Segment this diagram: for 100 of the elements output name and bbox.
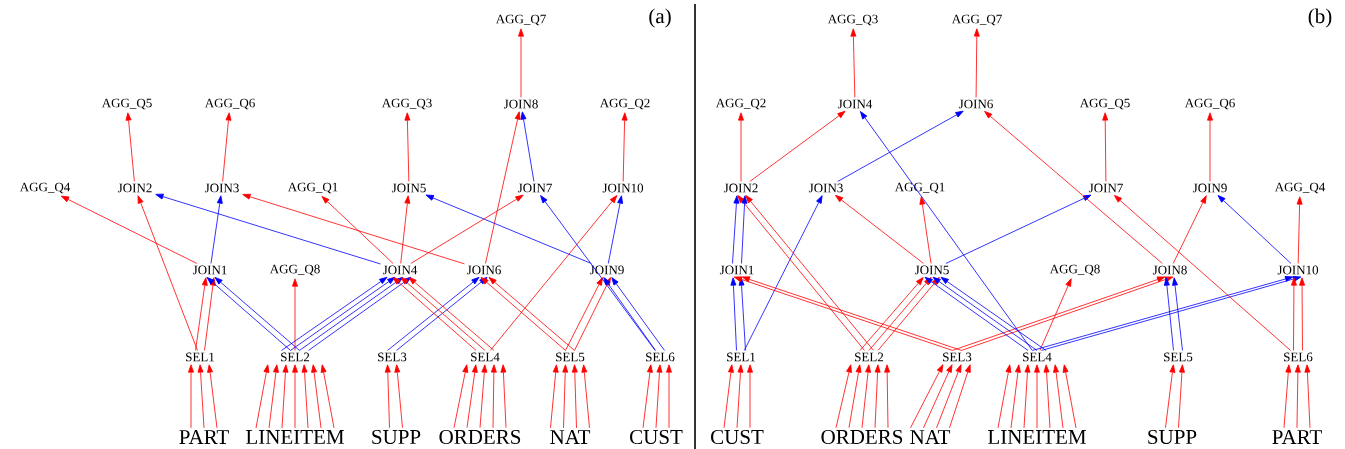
arrow	[466, 364, 478, 429]
arrow	[874, 364, 881, 429]
node-label: AGG_Q4	[1274, 182, 1326, 194]
arrow	[1062, 364, 1077, 429]
arrow	[281, 364, 289, 429]
arrow	[861, 364, 871, 429]
arrow	[410, 194, 524, 264]
arrow	[910, 364, 944, 429]
arrow	[214, 277, 300, 351]
table-name: LINEITEM	[246, 430, 344, 444]
node-label: JOIN10	[1277, 265, 1319, 275]
node-label: AGG_Q8	[1049, 264, 1100, 276]
arrow	[642, 364, 653, 429]
node-label: AGG_Q5	[1079, 98, 1130, 110]
node-label: SEL1	[727, 352, 756, 362]
node-label: JOIN5	[914, 265, 949, 275]
panel-label: (a)	[649, 8, 671, 28]
node-label: SEL6	[646, 352, 675, 362]
arrow	[1114, 195, 1291, 351]
arrow	[540, 195, 656, 351]
arrow	[425, 194, 592, 264]
arrow	[655, 364, 663, 429]
arrow	[736, 364, 744, 429]
arrow	[730, 277, 737, 351]
arrow	[1034, 364, 1040, 429]
arrow	[621, 112, 628, 182]
node-label: JOIN7	[517, 183, 552, 193]
arrow	[850, 28, 857, 98]
arrow	[1299, 277, 1305, 351]
table-name: ORDERS	[439, 429, 521, 445]
node-label: AGG_Q2	[599, 98, 650, 110]
arrow	[242, 193, 465, 265]
table-name: CUST	[711, 429, 764, 445]
arrow	[222, 112, 232, 182]
node-label: JOIN1	[192, 265, 227, 275]
arrow	[488, 277, 575, 351]
node-label: SEL3	[943, 352, 972, 362]
arrow	[923, 364, 953, 429]
arrow	[1291, 277, 1297, 351]
arrow	[490, 364, 497, 429]
node-label: AGG_Q6	[204, 98, 255, 110]
arrow	[1283, 364, 1292, 429]
node-label: JOIN10	[602, 183, 644, 193]
arrow	[485, 111, 521, 264]
arrow	[308, 276, 412, 351]
arrow	[835, 194, 924, 264]
arrow	[520, 111, 535, 182]
arrow	[738, 277, 746, 351]
arrow	[565, 277, 603, 351]
node-label: AGG_Q4	[19, 182, 71, 194]
node-label: JOIN4	[382, 265, 418, 275]
node-label: JOIN4	[837, 99, 873, 109]
arrow	[562, 364, 569, 429]
node-label: JOIN9	[1192, 183, 1227, 193]
arrow	[1039, 278, 1072, 351]
table-name: SUPP	[1148, 429, 1197, 445]
arrow	[1217, 195, 1292, 264]
node-label: JOIN7	[1088, 183, 1123, 193]
arrow	[453, 364, 469, 429]
arrow	[1294, 364, 1301, 429]
arrow	[550, 364, 559, 429]
arrow	[292, 278, 298, 351]
arrow	[268, 364, 279, 429]
node-label: SEL4	[1023, 352, 1052, 362]
arrow	[1172, 195, 1207, 264]
arrow	[738, 112, 744, 182]
node-label: AGG_Q1	[287, 182, 338, 194]
arrow	[936, 364, 962, 429]
table-name: PART	[1272, 430, 1322, 444]
arrow	[581, 364, 590, 429]
table-name: NAT	[910, 430, 951, 444]
node-label: JOIN3	[204, 183, 239, 193]
node-label: JOIN2	[723, 183, 758, 193]
arrow	[835, 364, 852, 429]
node-label: JOIN1	[719, 265, 754, 275]
arrow	[1172, 277, 1183, 351]
node-label: SEL6	[1284, 352, 1313, 362]
node-label: AGG_Q3	[827, 14, 878, 26]
node-label: JOIN5	[391, 183, 426, 193]
arrow	[1304, 364, 1311, 429]
arrow	[518, 28, 524, 98]
arrow	[611, 277, 665, 351]
node-label: AGG_Q3	[381, 98, 432, 110]
node-label: SEL2	[855, 352, 884, 362]
node-label: SEL4	[471, 352, 500, 362]
arrow	[743, 195, 823, 351]
arrow	[837, 110, 964, 182]
arrow	[747, 364, 753, 429]
panel-label: (b)	[1308, 8, 1332, 28]
arrow	[973, 28, 980, 98]
arrow	[207, 364, 218, 429]
node-label: JOIN8	[503, 99, 538, 109]
arrow	[210, 195, 223, 264]
arrow	[884, 364, 891, 429]
arrow	[60, 195, 198, 264]
arrow	[666, 364, 672, 429]
table-name: NAT	[550, 430, 591, 444]
node-label: JOIN8	[1152, 265, 1187, 275]
node-label: AGG_Q7	[495, 14, 546, 26]
node-label: AGG_Q6	[1184, 98, 1235, 110]
